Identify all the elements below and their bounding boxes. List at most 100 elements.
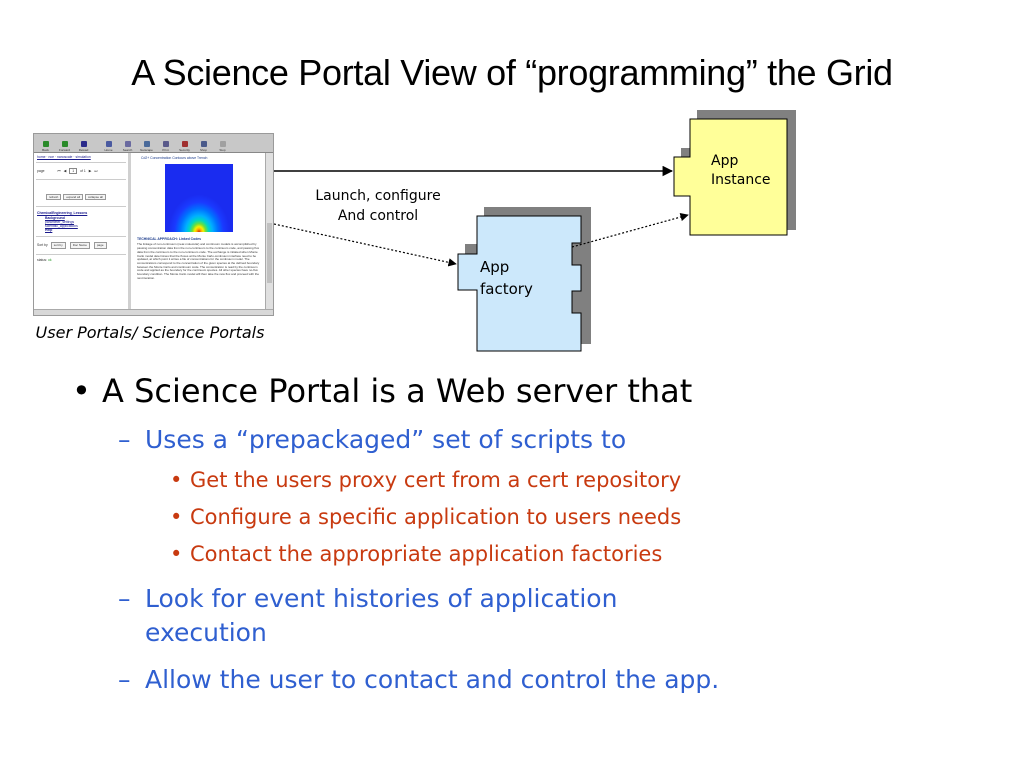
toolbar-button-security[interactable]: Security: [176, 135, 193, 152]
divider: [36, 162, 126, 164]
toolbar-button-label: Stop: [219, 148, 226, 152]
toolbar-button-search[interactable]: Search: [119, 135, 136, 152]
toolbar-button-label: Search: [122, 148, 133, 152]
netscape-icon: [143, 141, 150, 147]
vertical-scrollbar[interactable]: [265, 153, 273, 310]
search-icon: [124, 141, 131, 147]
back-arrow-icon: [42, 141, 49, 147]
bullet-dot: •: [170, 542, 183, 566]
tree-item[interactable]: Background: [45, 215, 65, 220]
bullet-dash: –: [118, 665, 131, 694]
status-label: status: [37, 257, 47, 262]
app-factory-label: App factory: [480, 256, 533, 300]
bullet-dash: –: [118, 584, 131, 613]
forward-arrow-icon: [61, 141, 68, 147]
prev-page-icon[interactable]: ◀: [63, 169, 67, 174]
app-instance-label: App Instance: [711, 152, 771, 190]
sort-select[interactable]: page: [93, 242, 107, 249]
portal-breadcrumb[interactable]: home · nce · nanoscale · simulation: [37, 155, 91, 159]
home-icon: [105, 141, 112, 147]
figure-title: Cd2+ Concentration Contours above Trench: [141, 156, 208, 160]
toolbar-button-back[interactable]: Back: [37, 135, 54, 152]
launch-configure-label: Launch, configure And control: [298, 186, 458, 226]
screenshot-caption: User Portals/ Science Portals: [35, 323, 265, 342]
tree-root[interactable]: ChemicalEngineering_Lessons: [37, 211, 88, 216]
toolbar-button-label: Print: [162, 148, 169, 152]
toolbar-button-netscape[interactable]: Netscape: [138, 135, 155, 152]
bullet-level3-item: •Get the users proxy cert from a cert re…: [170, 468, 681, 492]
stop-icon: [219, 141, 226, 147]
bullet-level2-histories: –Look for event histories of application…: [118, 582, 617, 650]
tool-button[interactable]: refresh: [46, 194, 62, 201]
toolbar-button-label: Back: [42, 148, 49, 152]
bullet-level3-item: • Configure a specific application to use…: [170, 505, 681, 529]
bullet-level2-scripts: –Uses a “prepackaged” set of scripts to: [118, 423, 626, 457]
toolbar-button-label: Netscape: [140, 148, 153, 152]
toolbar-button-reload[interactable]: Reload: [75, 135, 92, 152]
bullet-level2-control-text: Allow the user to contact and control th…: [145, 665, 720, 694]
toolbar-button-label: Forward: [58, 148, 70, 152]
bullet-level3-text: Configure a specific application to user…: [190, 505, 682, 529]
toolbar-button-forward[interactable]: Forward: [56, 135, 73, 152]
divider: [36, 236, 126, 238]
horizontal-scrollbar[interactable]: [34, 309, 273, 315]
portal-left-panel: home · nce · nanoscale · simulation page…: [34, 153, 131, 310]
app-instance-box[interactable]: [673, 118, 788, 236]
factory-label-line2: factory: [480, 280, 533, 298]
toolbar-button-label: Reload: [78, 148, 89, 152]
portal-to-factory-arrow: [273, 223, 457, 267]
print-icon: [162, 141, 169, 147]
bullet-level3-text: Contact the appropriate application fact…: [190, 542, 663, 566]
bullet-level2-histories-text-cont: execution: [145, 618, 267, 647]
page-label: page: [37, 169, 45, 174]
app-factory-box[interactable]: [457, 215, 582, 352]
divider: [36, 206, 126, 208]
tool-button[interactable]: expand all: [63, 194, 84, 201]
instance-label-line1: App: [711, 153, 739, 169]
launch-label-line2: And control: [337, 208, 419, 224]
toolbar-button-label: Home: [104, 148, 113, 152]
first-page-icon[interactable]: ⏮: [57, 169, 61, 174]
bullet-dot: •: [72, 372, 91, 410]
tree-item[interactable]: Help: [45, 228, 53, 233]
next-page-icon[interactable]: ▶: [88, 169, 92, 174]
bullet-level2-histories-text: Look for event histories of application: [145, 584, 618, 613]
tool-button[interactable]: collapse all: [85, 194, 106, 201]
toolbar-button-home[interactable]: Home: [100, 135, 117, 152]
tree-item[interactable]: parameter_settings: [45, 219, 75, 224]
section-body: The linkage of non-continuum (near-molec…: [137, 242, 260, 280]
bullet-level1: • A Science Portal is a Web server that: [72, 372, 692, 410]
toolbar-button-label: Security: [179, 148, 190, 152]
scroll-thumb[interactable]: [267, 223, 272, 283]
bullet-dot: •: [170, 468, 183, 492]
factory-to-instance-arrow: [571, 212, 689, 248]
browser-toolbar: Back Forward Reload Home Search Netscape Print…: [34, 134, 273, 153]
divider: [36, 253, 126, 255]
bullet-level1-text: A Science Portal is a Web server that: [102, 372, 693, 410]
pager-row: page ⏮ ◀ 1 of 1 ▶ ⏭: [34, 166, 128, 176]
sort-label: Sort by: [37, 243, 48, 248]
status-value: ok: [47, 257, 52, 262]
section-title: TECHNICAL APPROACH: Linked Codes: [137, 237, 202, 242]
tree-item[interactable]: scientific_applications: [45, 224, 78, 229]
security-lock-icon: [181, 141, 188, 147]
toolbar-button-print[interactable]: Print: [157, 135, 174, 152]
status-row: status: ok: [37, 257, 52, 262]
last-page-icon[interactable]: ⏭: [94, 169, 98, 174]
page-input[interactable]: 1: [69, 168, 78, 175]
bullet-dash: –: [118, 425, 131, 454]
bullet-level2-control: –Allow the user to contact and control t…: [118, 663, 719, 697]
portal-screenshot: Back Forward Reload Home Search Netscape Print…: [33, 133, 274, 316]
instance-label-line2: Instance: [711, 172, 771, 188]
bullet-level3-item: • Contact the appropriate application fac…: [170, 542, 662, 566]
sort-select[interactable]: Doc Name: [69, 242, 90, 249]
toolbar-button-shop[interactable]: Shop: [195, 135, 212, 152]
sort-select[interactable]: sort by: [50, 242, 66, 249]
bullet-dot: •: [170, 505, 183, 529]
architecture-diagram: [273, 110, 796, 352]
page-of: of 1: [80, 169, 86, 174]
toolbar-button-stop[interactable]: Stop: [214, 135, 231, 152]
reload-icon: [80, 141, 87, 147]
